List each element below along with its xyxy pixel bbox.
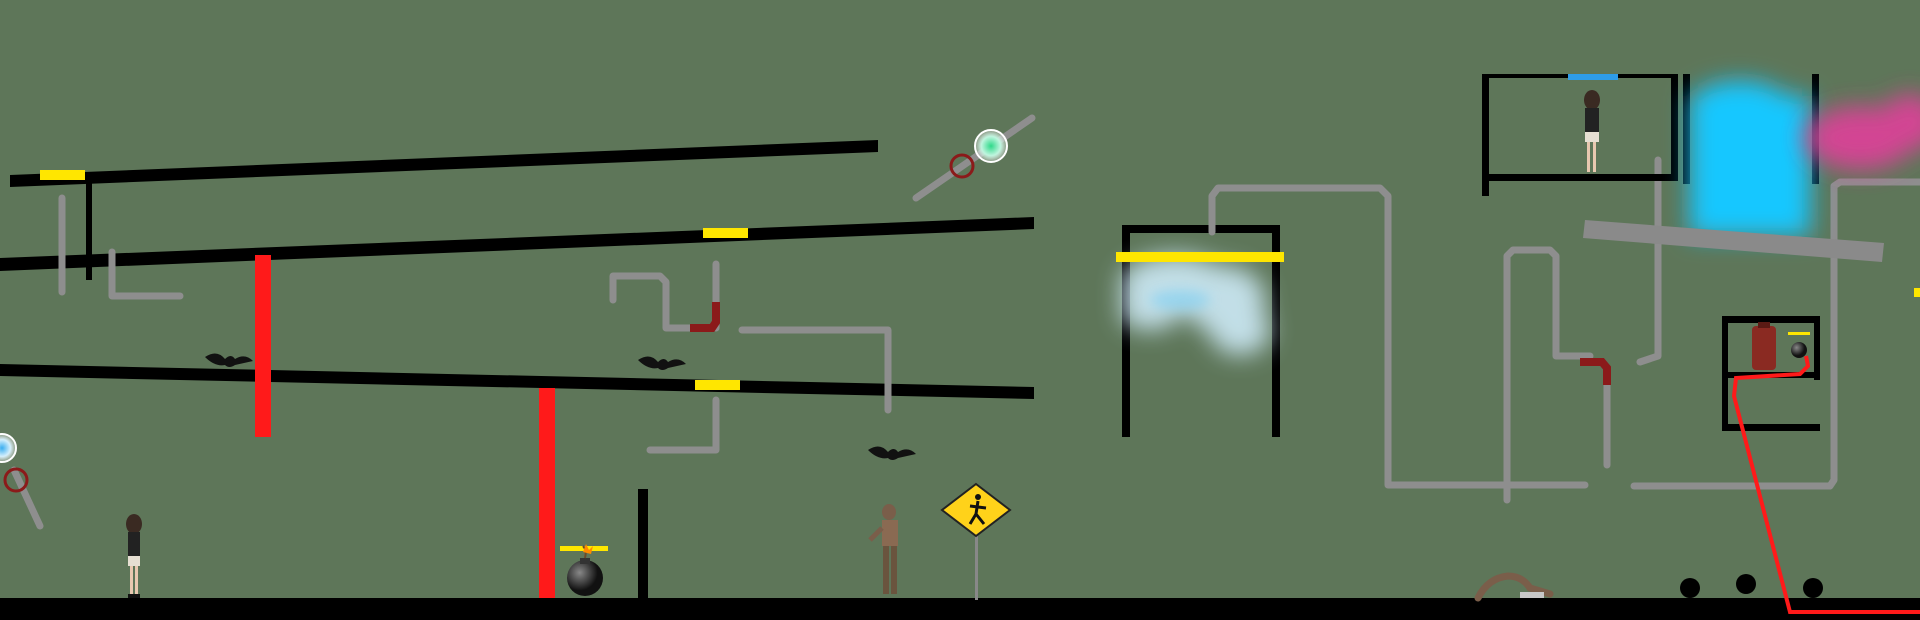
cage-top	[1722, 316, 1820, 323]
support-post	[86, 178, 92, 280]
platform-top	[10, 140, 878, 187]
valve-pipe[interactable]	[690, 302, 720, 332]
tilted-slab	[1583, 220, 1884, 262]
platform-lower	[0, 364, 1034, 399]
room-wall	[1482, 74, 1489, 196]
valve-pipe[interactable]	[1580, 358, 1611, 385]
support-post	[638, 489, 648, 599]
switch-indicator	[1568, 74, 1618, 80]
valve-wheel-icon[interactable]	[949, 153, 975, 179]
pipe-segment	[58, 194, 892, 454]
water-fill	[1690, 81, 1810, 236]
blue-orb	[0, 433, 17, 463]
pipe-segment	[1208, 156, 1920, 504]
bomb-icon[interactable]	[560, 544, 608, 596]
black-ball[interactable]	[1803, 578, 1823, 598]
valve-launcher[interactable]	[912, 114, 1036, 202]
toxic-gas-cloud	[1805, 94, 1920, 170]
valve-wheel-icon[interactable]	[3, 467, 29, 493]
bomb-icon[interactable]	[1788, 332, 1810, 358]
fuse-wire	[1731, 355, 1920, 614]
room-wall	[1671, 74, 1678, 178]
cage-floor	[1722, 424, 1820, 431]
chamber-wall	[1122, 225, 1130, 437]
chamber-wall	[1272, 225, 1280, 437]
girl-character-icon[interactable]	[126, 514, 142, 598]
platform-middle	[0, 217, 1034, 271]
chamber-top	[1123, 225, 1279, 233]
pressure-plate[interactable]	[703, 228, 748, 238]
pressure-plate[interactable]	[40, 170, 85, 180]
pedestrian-crossing-sign-icon	[940, 482, 1012, 600]
black-ball[interactable]	[1736, 574, 1756, 594]
room-wall	[1683, 74, 1690, 184]
bat-icon	[205, 353, 916, 460]
pressure-plate[interactable]	[1914, 288, 1920, 297]
red-barrier	[539, 388, 555, 610]
cage-wall	[1814, 316, 1820, 380]
valve-launcher[interactable]	[0, 433, 44, 530]
girl-character-icon[interactable]	[1584, 90, 1600, 172]
green-orb	[974, 129, 1008, 163]
red-barrier	[255, 255, 271, 437]
black-ball[interactable]	[1680, 578, 1700, 598]
room-floor	[1482, 174, 1678, 181]
pressure-plate[interactable]	[695, 380, 740, 390]
pressure-plate[interactable]	[1116, 252, 1284, 262]
crawling-zombie-icon[interactable]	[1474, 572, 1554, 602]
ground	[0, 598, 1920, 620]
red-gas-canister-icon[interactable]	[1752, 322, 1776, 370]
zombie-character-icon[interactable]	[868, 504, 898, 594]
